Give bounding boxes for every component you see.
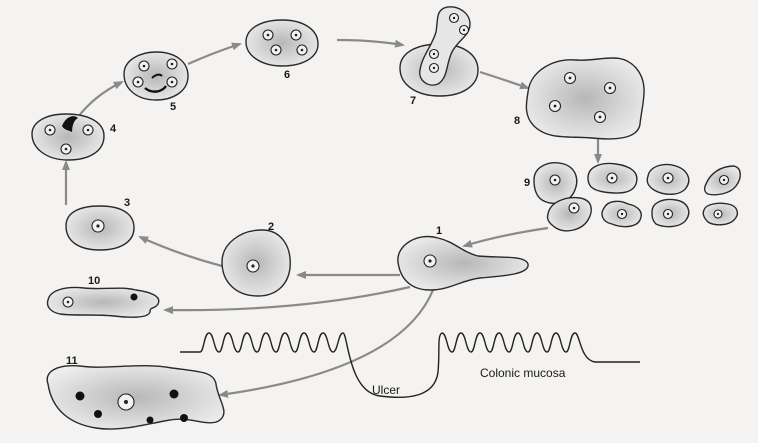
stage-number: 3	[124, 197, 130, 209]
stage-11-trophozoite: 11	[47, 355, 224, 429]
arrow-2-to-3	[140, 237, 222, 266]
stage-number: 8	[514, 115, 520, 127]
colonic-mucosa-label: Colonic mucosa	[480, 366, 566, 380]
stage-number: 4	[110, 123, 117, 135]
stage-number: 9	[524, 177, 530, 189]
stage-number: 2	[268, 221, 274, 233]
arrow-4-to-5	[78, 82, 122, 117]
stage-number: 11	[66, 355, 78, 367]
arrow-6-to-7	[337, 40, 403, 45]
arrow-5-to-6	[188, 44, 240, 64]
ulcer-label: Ulcer	[372, 383, 400, 397]
stage-10-trophozoite: 10	[48, 275, 159, 317]
stage-number: 6	[284, 69, 290, 81]
colonic-mucosa: Ulcer Colonic mucosa	[180, 333, 640, 397]
stage-5-cyst: 5	[124, 52, 188, 113]
arrow-9-to-1	[464, 228, 548, 246]
arrow-7-to-8	[480, 72, 528, 88]
mucosa-villi-left	[180, 333, 640, 397]
stage-8-metacystic-amoeba: 8	[514, 58, 644, 139]
stage-4-cyst: 4	[32, 114, 117, 160]
stage-9-trophozoites: 9	[524, 163, 740, 231]
stage-2-precyst: 2	[222, 221, 290, 296]
stage-number: 5	[170, 101, 176, 113]
stage-7-excystation: 7	[400, 7, 478, 107]
stage-number: 10	[88, 275, 100, 287]
stage-number: 7	[410, 95, 416, 107]
stage-3-cyst: 3	[66, 197, 134, 250]
arrow-1-to-10	[165, 287, 410, 310]
stage-number: 1	[436, 225, 442, 237]
stage-6-cyst: 6	[246, 20, 318, 81]
